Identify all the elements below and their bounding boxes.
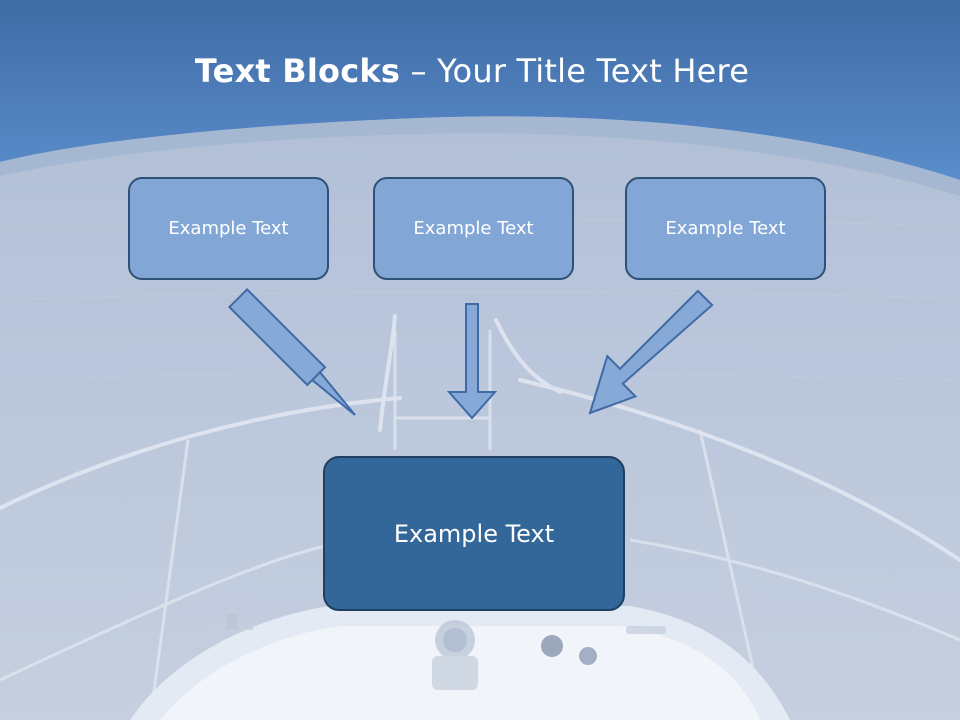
slide-title: Text Blocks – Your Title Text Here: [0, 52, 944, 90]
title-regular-part: Your Title Text Here: [437, 52, 750, 90]
arrow-center: [446, 303, 498, 420]
text-block-main-label: Example Text: [393, 519, 555, 548]
text-block-left-label: Example Text: [168, 218, 289, 239]
title-bold-part: Text Blocks: [194, 52, 401, 90]
text-block-right-label: Example Text: [665, 218, 786, 239]
text-block-center[interactable]: Example Text: [373, 177, 574, 280]
arrow-right: [588, 289, 714, 415]
text-block-left[interactable]: Example Text: [128, 177, 329, 280]
text-block-center-label: Example Text: [413, 218, 534, 239]
arrow-left: [227, 287, 356, 416]
text-block-main[interactable]: Example Text: [323, 456, 625, 611]
title-separator: –: [400, 52, 438, 90]
text-block-right[interactable]: Example Text: [625, 177, 826, 280]
